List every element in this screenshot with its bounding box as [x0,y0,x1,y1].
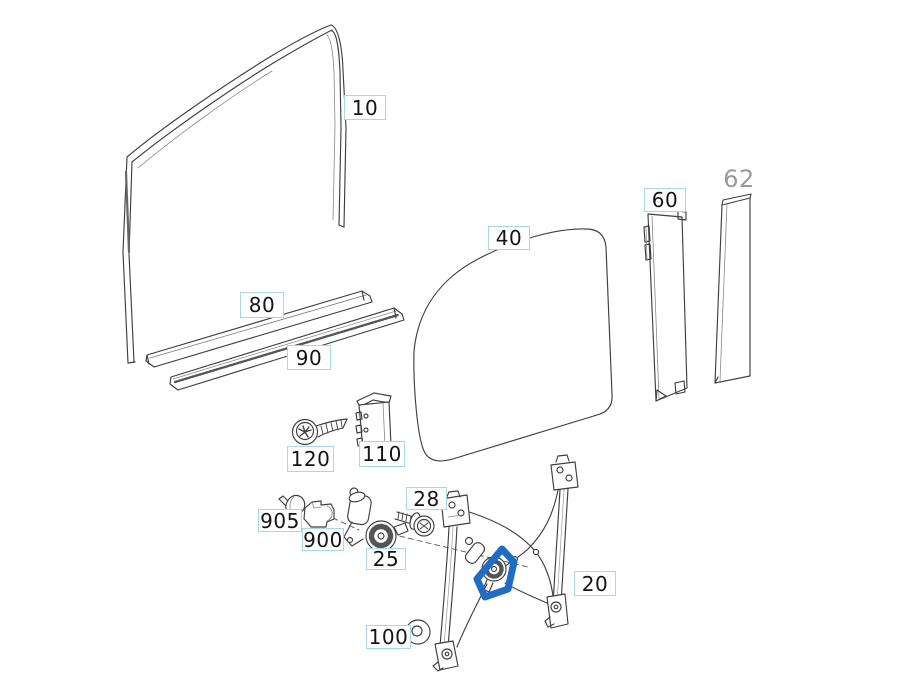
assembly-dashed-lines [332,517,529,568]
part-label-20[interactable]: 20 [574,571,616,596]
part-label-90[interactable]: 90 [287,345,331,370]
part-60-pillar-panel [643,210,688,402]
part-label-10[interactable]: 10 [344,95,386,120]
part-label-900[interactable]: 900 [302,527,344,552]
part-label-62: 62 [723,165,755,193]
part-28-bolt [394,511,435,537]
part-900-housing-cover [303,500,335,528]
part-label-120[interactable]: 120 [287,446,334,472]
part-label-25[interactable]: 25 [366,548,406,570]
part-label-40[interactable]: 40 [488,226,530,250]
part-62-pillar-panel [714,193,752,384]
part-40-door-glass [413,228,613,462]
part-label-905[interactable]: 905 [258,509,302,532]
part-120-screw [291,418,348,446]
part-20-window-regulator [432,454,579,672]
part-label-110[interactable]: 110 [359,441,405,467]
part-label-80[interactable]: 80 [240,292,284,318]
part-label-100[interactable]: 100 [366,625,411,649]
highlight-marker [473,545,518,601]
part-25-window-motor [343,487,409,564]
part-10-window-run-seal [122,24,347,364]
part-label-28[interactable]: 28 [406,487,447,510]
part-label-60[interactable]: 60 [644,188,686,212]
part-80-belt-strip [145,290,373,368]
